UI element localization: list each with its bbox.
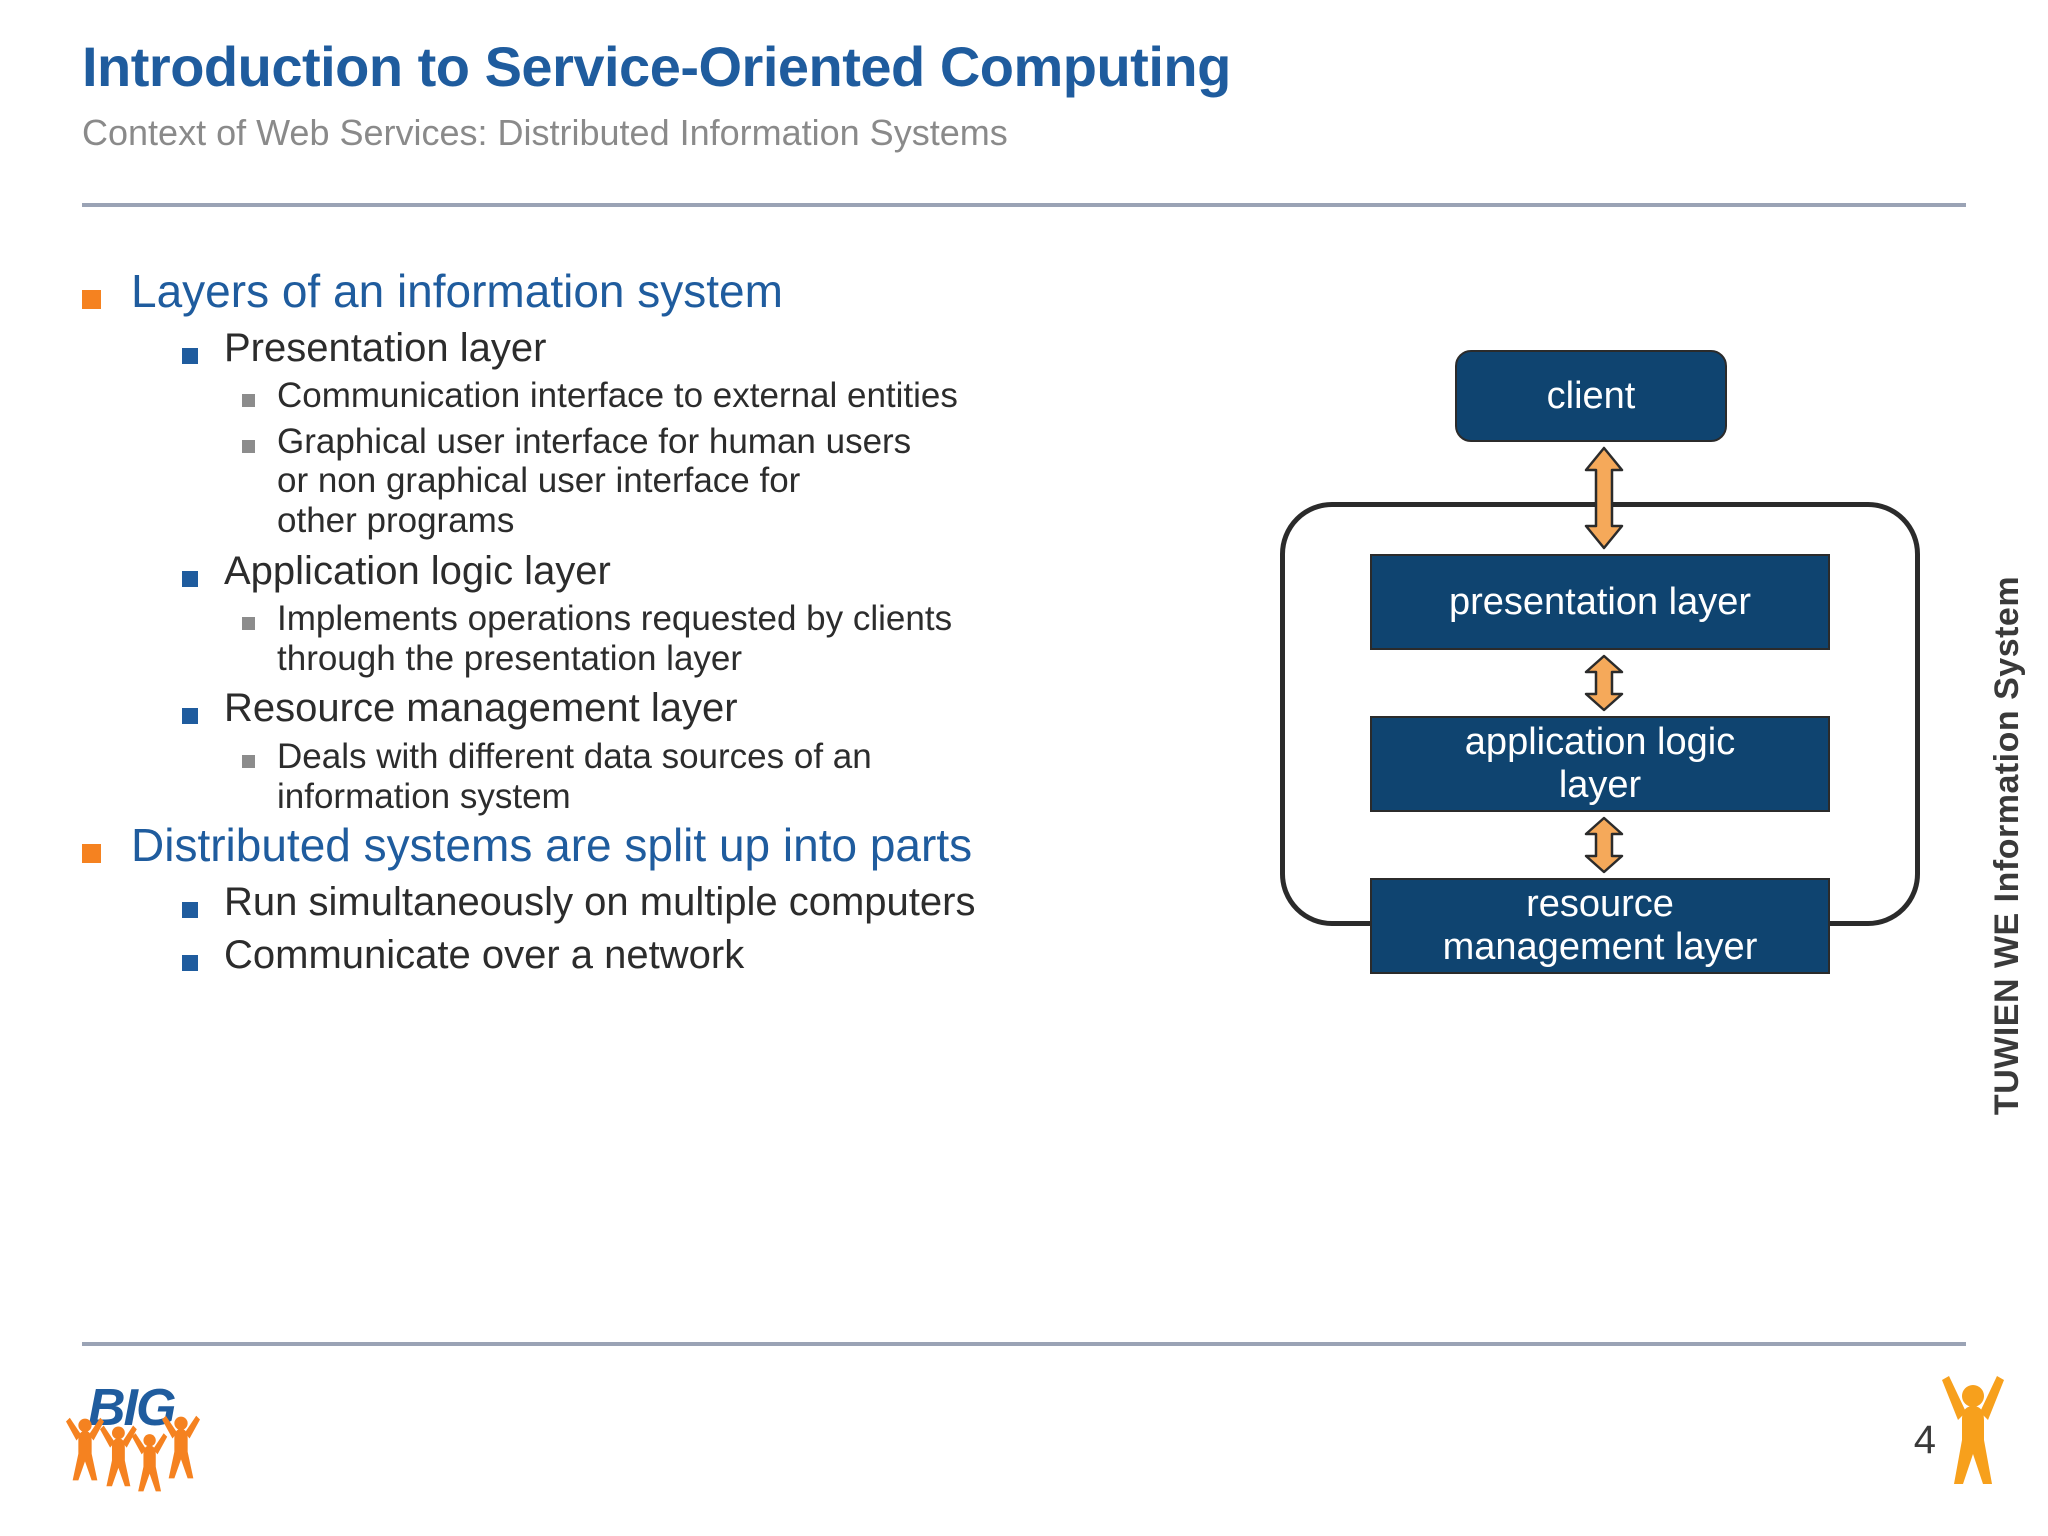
bullet-text: Application logic layer [224,548,611,593]
page-title: Introduction to Service-Oriented Computi… [82,35,1231,98]
list-item: Communication interface to external enti… [242,376,1262,416]
bullet-square-blue-icon [182,347,198,364]
list-item: Implements operations requested by clien… [242,599,1262,678]
bullet-square-gray-icon [242,394,255,408]
slide-header: Introduction to Service-Oriented Computi… [82,35,1962,153]
bullet-text: Run simultaneously on multiple computers [224,879,976,924]
bullet-square-blue-icon [182,901,198,918]
bullet-text: Communicate over a network [224,932,745,977]
page-subtitle: Context of Web Services: Distributed Inf… [82,111,1008,153]
bullet-square-blue-icon [182,570,198,587]
list-item: Distributed systems are split up into pa… [82,820,1262,872]
list-item: Deals with different data sources of an … [242,737,1262,816]
diagram-node-presentation-layer: presentation layer [1370,554,1830,650]
list-item: Application logic layer [182,549,1262,594]
bullet-text: Distributed systems are split up into pa… [131,819,973,872]
bullet-text: Resource management layer [224,686,738,731]
bullet-text: Communication interface to external enti… [277,376,958,416]
bullet-square-orange-icon [82,844,101,864]
bullet-square-blue-icon [182,954,198,971]
list-item: Presentation layer [182,326,1262,371]
side-label-text: TUWIEN WE Information System [1988,575,2027,1115]
bullet-text: Graphical user interface for human users… [277,421,912,540]
bullet-text: Implements operations requested by clien… [277,599,953,678]
header-divider [82,203,1966,207]
double-arrow-icon [1583,654,1625,712]
list-item: Graphical user interface for human users… [242,422,1262,541]
bullet-square-orange-icon [82,290,101,309]
big-logo-figures-icon [62,1404,222,1496]
diagram-node-resource-management-layer: resource management layer [1370,878,1830,974]
bullet-square-gray-icon [242,439,255,453]
bullet-text: Presentation layer [224,325,547,370]
layered-architecture-diagram: client presentation layer application lo… [1280,350,1920,974]
list-item: Resource management layer [182,686,1262,731]
diagram-node-client: client [1455,350,1727,442]
double-arrow-icon [1583,446,1625,550]
side-label: TUWIEN WE Information System [1978,430,2038,1260]
bullet-square-gray-icon [242,617,255,631]
bullet-text: Layers of an information system [131,265,783,317]
double-arrow-icon [1583,816,1625,874]
list-item: Communicate over a network [182,933,1262,978]
bullet-square-gray-icon [242,755,255,769]
diagram-node-application-logic-layer: application logic layer [1370,716,1830,812]
big-logo: BIG [62,1378,222,1498]
page-number: 4 [1913,1418,1936,1462]
list-item: Layers of an information system [82,265,1262,318]
footer-figure-icon [1940,1370,2006,1490]
footer-divider [82,1342,1966,1346]
list-item: Run simultaneously on multiple computers [182,880,1262,925]
bullet-text: Deals with different data sources of an … [277,737,872,816]
bullet-square-blue-icon [182,708,198,725]
bullet-list: Layers of an information system Presenta… [82,262,1262,977]
